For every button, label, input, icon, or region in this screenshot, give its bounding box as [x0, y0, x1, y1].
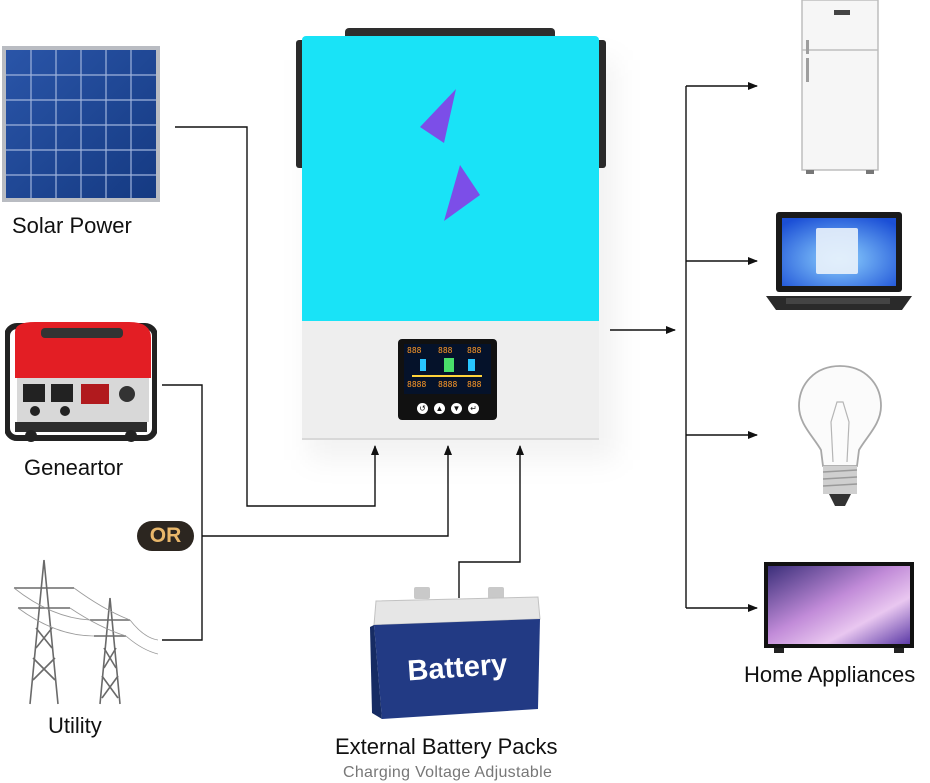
utility-tower-icon — [13, 559, 158, 705]
generator-label: Geneartor — [24, 455, 124, 480]
battery-packs-label: External Battery Packs — [335, 734, 558, 759]
lcd-readout-1: 888 — [407, 346, 422, 355]
or-badge: OR — [137, 521, 194, 551]
enter-icon[interactable]: ↵ — [468, 403, 479, 414]
laptop-icon — [766, 212, 912, 310]
battery-line — [458, 445, 524, 598]
lcd-inverter-icon — [444, 358, 454, 372]
up-icon[interactable]: ▲ — [434, 403, 445, 414]
battery-sub-label: Charging Voltage Adjustable — [343, 764, 553, 781]
home-appliances-label: Home Appliances — [744, 662, 916, 687]
return-icon[interactable]: ↺ — [417, 403, 428, 414]
generator-line — [162, 384, 203, 641]
solar-panel-icon — [2, 46, 160, 202]
lightning-bolt-icon — [420, 89, 480, 221]
lcd-readout-4: 8888 — [407, 380, 427, 389]
utility-label: Utility — [48, 713, 102, 738]
refrigerator-icon — [801, 0, 879, 174]
down-icon[interactable]: ▼ — [451, 403, 462, 414]
lcd-flow-bar — [412, 375, 482, 377]
lcd-screen: 888 888 888 8888 8888 888 — [404, 344, 491, 394]
generator-icon — [5, 322, 157, 442]
battery-icon: Battery — [370, 587, 541, 719]
lcd-readout-5: 8888 — [438, 380, 458, 389]
lcd-solar-icon — [420, 359, 426, 371]
lcd-readout-6: 888 — [467, 380, 482, 389]
solar-line — [175, 126, 379, 507]
lcd-load-icon — [468, 359, 475, 371]
solar-power-label: Solar Power — [12, 213, 132, 238]
grid-line — [202, 445, 452, 537]
light-bulb-icon — [798, 365, 882, 506]
lcd-readout-2: 888 — [438, 346, 453, 355]
lcd-readout-3: 888 — [467, 346, 482, 355]
television-icon — [764, 562, 914, 653]
inverter-top-panel — [302, 36, 599, 321]
battery-brand-text: Battery — [406, 649, 508, 688]
